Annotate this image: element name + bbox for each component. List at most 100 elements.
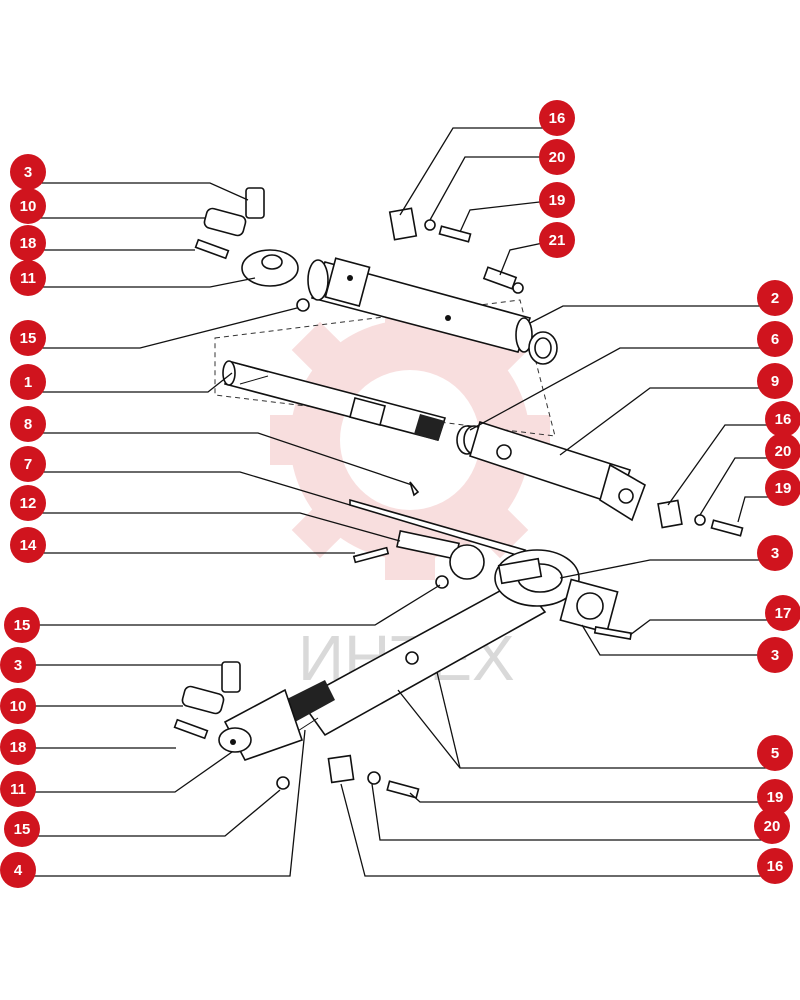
bolt-19-bottom xyxy=(386,780,420,799)
svg-text:8: 8 xyxy=(24,416,32,433)
svg-text:19: 19 xyxy=(549,192,566,209)
callout-20-bottom-right: 20 xyxy=(754,808,790,844)
callout-18-bottom-left: 18 xyxy=(0,729,36,765)
callout-4: 4 xyxy=(0,852,36,888)
pin-3-top xyxy=(245,187,265,219)
svg-text:15: 15 xyxy=(14,821,31,838)
svg-text:11: 11 xyxy=(10,781,26,798)
svg-text:2: 2 xyxy=(771,290,779,307)
threaded-end-4 xyxy=(285,680,335,722)
callout-19-top: 19 xyxy=(539,182,575,218)
callout-11-bottom-left: 11 xyxy=(0,771,36,807)
callout-2: 2 xyxy=(757,280,793,316)
svg-text:7: 7 xyxy=(24,456,32,473)
svg-text:3: 3 xyxy=(24,164,32,181)
callout-16-right: 16 xyxy=(765,401,800,437)
upper-tube-part xyxy=(307,257,533,353)
nut-15-bottom xyxy=(276,776,290,790)
svg-text:9: 9 xyxy=(771,373,779,390)
svg-text:18: 18 xyxy=(10,739,27,756)
callout-20-top: 20 xyxy=(539,139,575,175)
svg-text:18: 18 xyxy=(20,235,37,252)
bolt-18-bottom xyxy=(173,718,209,740)
svg-text:21: 21 xyxy=(549,232,566,249)
svg-text:6: 6 xyxy=(771,331,779,348)
callout-15-mid-left: 15 xyxy=(4,607,40,643)
svg-text:16: 16 xyxy=(775,411,792,428)
svg-text:19: 19 xyxy=(775,480,792,497)
callout-14: 14 xyxy=(10,527,46,563)
flange-plate-3 xyxy=(559,578,619,634)
svg-text:15: 15 xyxy=(20,330,37,347)
svg-text:3: 3 xyxy=(771,647,779,664)
cotter-pin-8 xyxy=(409,481,420,497)
nut-15-top xyxy=(296,298,310,312)
bushing-10-bottom xyxy=(181,685,225,715)
callout-8: 8 xyxy=(10,406,46,442)
callout-3-right-upper: 3 xyxy=(757,535,793,571)
bolt-18-top xyxy=(194,238,230,260)
svg-text:16: 16 xyxy=(767,858,784,875)
callout-3-top-left: 3 xyxy=(10,154,46,190)
washer-20-right xyxy=(694,514,706,526)
svg-text:20: 20 xyxy=(549,149,566,166)
svg-text:1: 1 xyxy=(24,374,32,391)
callout-1: 1 xyxy=(10,364,46,400)
callout-10-top-left: 10 xyxy=(10,188,46,224)
callout-16-top: 16 xyxy=(539,100,575,136)
callout-18-top-left: 18 xyxy=(10,225,46,261)
callout-20-right: 20 xyxy=(765,433,800,469)
plate-16-bottom xyxy=(327,754,355,784)
ring-seal-part xyxy=(528,331,558,365)
plate-16-right xyxy=(657,499,683,529)
svg-text:19: 19 xyxy=(767,789,784,806)
ball-joint-11-top xyxy=(241,249,299,287)
bolt-19-right xyxy=(710,519,744,537)
svg-text:20: 20 xyxy=(764,818,781,835)
callout-15-bottom-left: 15 xyxy=(4,811,40,847)
callout-16-bottom-right: 16 xyxy=(757,848,793,884)
callout-3-right-lower: 3 xyxy=(757,637,793,673)
bolt-17 xyxy=(593,625,633,641)
svg-text:14: 14 xyxy=(20,537,37,554)
grease-fitting-21 xyxy=(482,266,524,294)
callout-11-top-left: 11 xyxy=(10,260,46,296)
svg-text:20: 20 xyxy=(775,443,792,460)
washer-20-bottom xyxy=(367,771,381,785)
svg-text:10: 10 xyxy=(10,698,27,715)
callout-15-top-left: 15 xyxy=(10,320,46,356)
callout-9: 9 xyxy=(757,363,793,399)
washer-20-top xyxy=(424,219,436,231)
svg-text:3: 3 xyxy=(14,657,22,674)
svg-text:15: 15 xyxy=(14,617,31,634)
clevis-11-bottom xyxy=(218,688,304,761)
callout-10-bottom-left: 10 xyxy=(0,688,36,724)
svg-text:10: 10 xyxy=(20,198,37,215)
lower-tube-clevis-part xyxy=(469,420,646,522)
callout-6: 6 xyxy=(757,321,793,357)
callout-19-bottom-right: 19 xyxy=(757,779,793,815)
svg-text:12: 12 xyxy=(20,495,37,512)
callout-5: 5 xyxy=(757,735,793,771)
callout-7: 7 xyxy=(10,446,46,482)
plate-16-top xyxy=(388,207,418,241)
pin-3-bottom xyxy=(221,661,241,693)
svg-text:5: 5 xyxy=(771,745,779,762)
callout-19-right: 19 xyxy=(765,470,800,506)
lower-tube-assembly-5 xyxy=(279,549,580,737)
pin-14 xyxy=(352,546,390,564)
svg-text:17: 17 xyxy=(775,605,792,622)
bushing-10-top xyxy=(203,207,247,237)
callout-12: 12 xyxy=(10,485,46,521)
callout-3-bottom-left: 3 xyxy=(0,647,36,683)
svg-text:16: 16 xyxy=(549,110,566,127)
svg-text:4: 4 xyxy=(14,862,23,879)
callout-21: 21 xyxy=(539,222,575,258)
bolt-19-top xyxy=(438,225,472,243)
svg-text:11: 11 xyxy=(20,270,36,287)
callout-17: 17 xyxy=(765,595,800,631)
svg-text:3: 3 xyxy=(771,545,779,562)
pin-12 xyxy=(396,529,485,580)
